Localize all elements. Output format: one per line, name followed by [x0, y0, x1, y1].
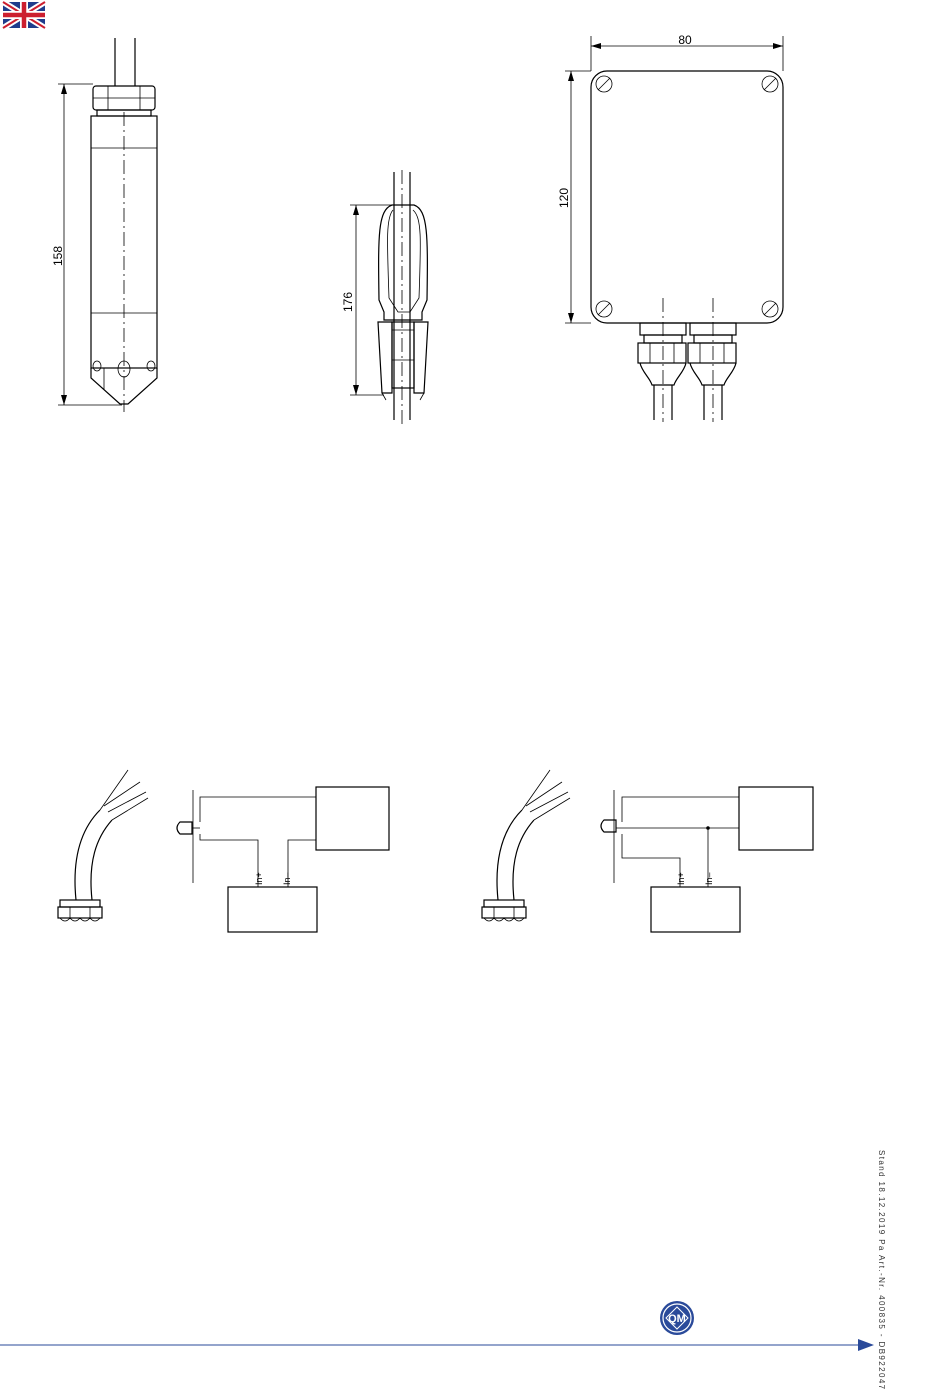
box-width-dimension: 80: [678, 33, 692, 47]
left-in-minus-label: In–: [282, 872, 292, 885]
left-in-plus-label: In+: [254, 872, 264, 885]
box-height-dimension: 120: [557, 188, 571, 208]
wiring-diagram-right: [482, 770, 813, 932]
cable-clamp-drawing: [350, 170, 428, 424]
sensor-length-dimension: 158: [51, 246, 65, 266]
wiring-diagram-left: [58, 770, 389, 932]
footer-stand-info: Stand 18.12.2019 Pa Art.-Nr. 400835 - DB…: [872, 1150, 892, 1350]
clamp-length-dimension: 176: [341, 292, 355, 312]
right-in-minus-label: In–: [704, 872, 714, 885]
stand-text: Stand 18.12.2019 Pa Art.-Nr. 400835 - DB…: [877, 1150, 886, 1391]
right-in-plus-label: In+: [676, 872, 686, 885]
terminal-box-drawing: [565, 36, 783, 422]
uk-flag-icon: [3, 2, 45, 28]
qm-logo-text: QM: [668, 1313, 686, 1325]
sensor-probe-drawing: [58, 38, 157, 412]
